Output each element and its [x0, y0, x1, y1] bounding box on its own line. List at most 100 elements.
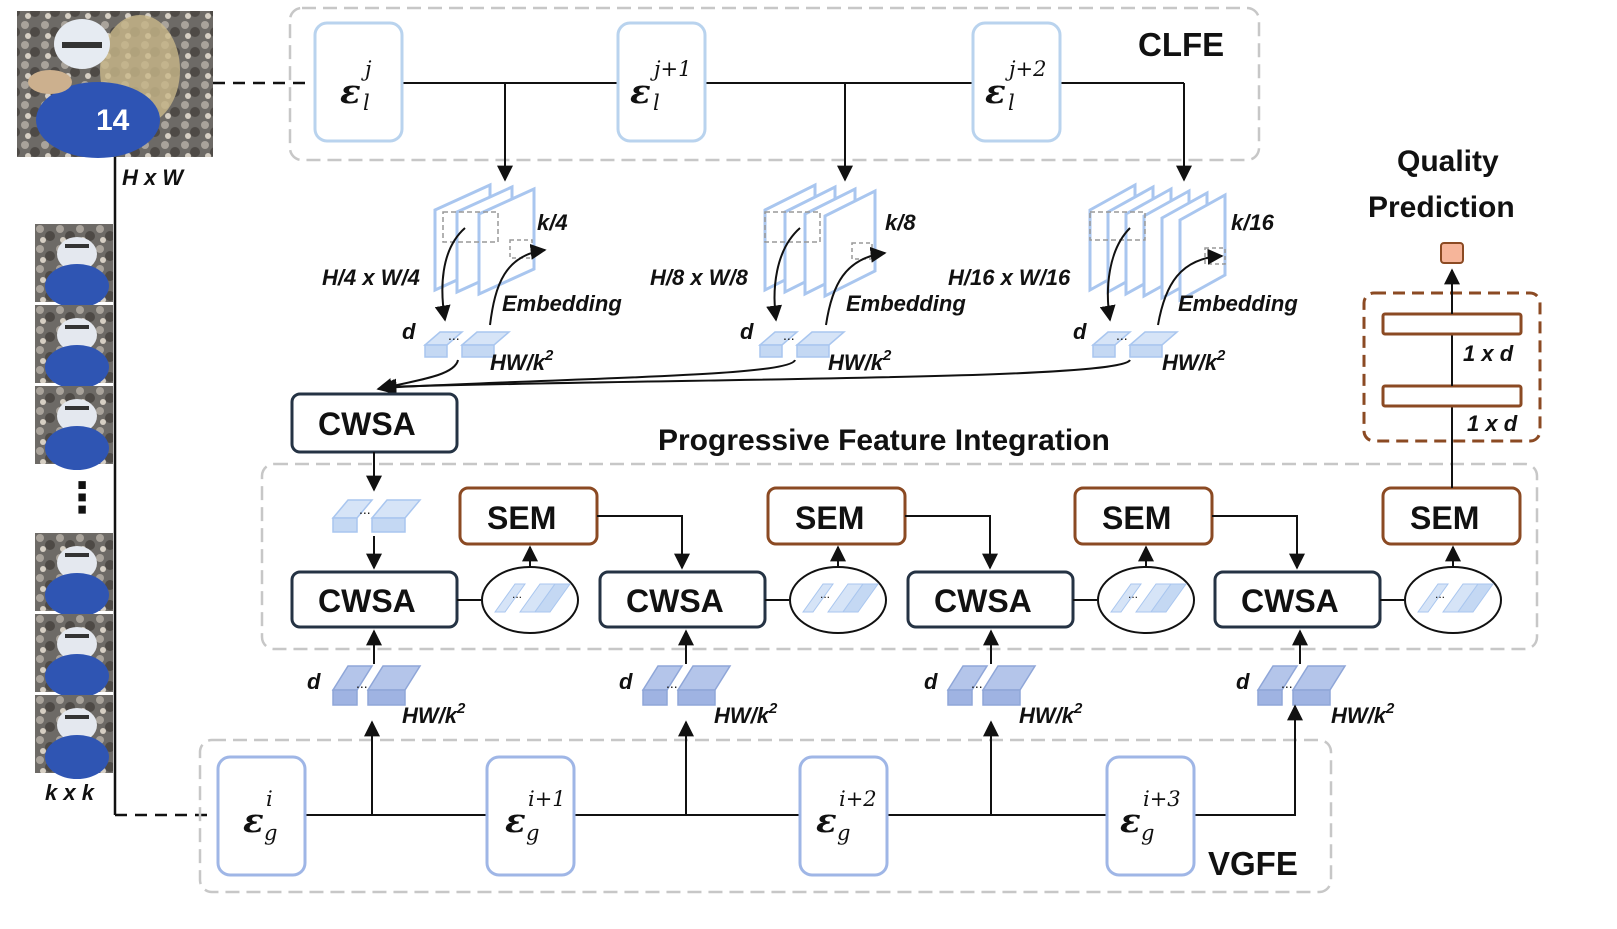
progressive-title: Progressive Feature Integration: [658, 424, 1110, 457]
quality-title-line2: Prediction: [1368, 191, 1515, 224]
fc-layer-1: [1381, 384, 1523, 408]
svg-text:14: 14: [96, 104, 130, 137]
global-encoder-3: ε g i+2: [798, 755, 889, 877]
vgfe-title: VGFE: [1208, 845, 1298, 882]
sem-3: SEM: [1073, 486, 1214, 546]
global-tokens-4: ...: [1256, 665, 1347, 706]
progressive-region: [260, 462, 1539, 651]
feature-stack-2: [763, 182, 877, 299]
svg-text:j+2: j+2: [1005, 57, 1046, 81]
sem-1: SEM: [458, 486, 599, 546]
stage3-hw-label: HW/k2: [1162, 347, 1226, 375]
global2-d-label: d: [619, 669, 633, 694]
clfe-region: [288, 6, 1261, 162]
sem2-to-cwsa3-arrow: [905, 515, 998, 570]
fc-layer-2: [1381, 312, 1523, 336]
global-tokens-3: ...: [946, 665, 1037, 706]
quality-title-line1: Quality: [1397, 145, 1499, 178]
svg-text:...: ...: [783, 327, 795, 343]
patch-1: [35, 224, 113, 308]
local-encoder-2: ε l j+1: [616, 21, 707, 143]
token-ellipse-3: ...: [1097, 566, 1195, 634]
stage1-embedding-arrow: [489, 243, 547, 326]
svg-text:i+2: i+2: [839, 787, 877, 811]
stage2-embedding-label: Embedding: [846, 291, 966, 316]
global-tokens-1: ...: [331, 665, 422, 706]
input-size-label: H x W: [122, 165, 185, 190]
local-tokens-1: ...: [422, 327, 512, 358]
svg-text:SEM: SEM: [487, 500, 556, 536]
fc1-dim-label: 1 x d: [1467, 411, 1518, 436]
svg-text:j+1: j+1: [650, 57, 691, 81]
svg-text:CWSA: CWSA: [934, 583, 1032, 619]
svg-text:CWSA: CWSA: [318, 583, 416, 619]
local-tokens-2: ...: [757, 327, 847, 358]
cwsa-1: CWSA: [290, 570, 459, 629]
svg-text:i+1: i+1: [528, 787, 566, 811]
stage3-size-label: H/16 x W/16: [948, 265, 1071, 290]
svg-text:ε: ε: [243, 801, 264, 841]
token-ellipse-4: ...: [1404, 566, 1502, 634]
global4-hw-label: HW/k2: [1331, 700, 1395, 728]
patch-6: [35, 695, 113, 779]
global1-d-label: d: [307, 669, 321, 694]
svg-text:SEM: SEM: [1410, 500, 1479, 536]
svg-text:CWSA: CWSA: [318, 406, 416, 442]
patch-4: [35, 533, 113, 617]
svg-text:...: ...: [1435, 587, 1445, 601]
vgfe-region: [198, 738, 1333, 894]
patch-2: [35, 305, 113, 389]
svg-text:l: l: [1008, 91, 1015, 115]
svg-text:...: ...: [1281, 675, 1293, 691]
stage2-split-arrow: [766, 227, 801, 322]
svg-text:g: g: [837, 821, 850, 845]
svg-text:l: l: [653, 91, 660, 115]
svg-text:g: g: [1141, 821, 1154, 845]
cwsa-4: CWSA: [1213, 570, 1382, 629]
token-ellipse-2: ...: [789, 566, 887, 634]
feature-stack-1: [433, 182, 536, 297]
patch-size-label: k x k: [45, 780, 96, 805]
global-tokens-2: ...: [641, 665, 732, 706]
svg-text:CWSA: CWSA: [626, 583, 724, 619]
sem-2: SEM: [766, 486, 907, 546]
svg-text:g: g: [264, 821, 277, 845]
cwsa-3: CWSA: [906, 570, 1075, 629]
fc2-dim-label: 1 x d: [1463, 341, 1514, 366]
global-encoder-1: ε g i: [216, 755, 307, 877]
stage1-embedding-label: Embedding: [502, 291, 622, 316]
global-encoder-2: ε g i+1: [485, 755, 576, 877]
patch-3: [35, 386, 113, 470]
feature-stack-3: [1088, 182, 1227, 303]
svg-text:ε: ε: [1120, 801, 1141, 841]
quality-score-output: [1440, 242, 1464, 264]
stage3-to-cwsa-arrow: [380, 359, 1131, 395]
patch-ellipsis: ⋮: [61, 473, 103, 522]
svg-text:i+3: i+3: [1143, 787, 1181, 811]
stage3-embedding-arrow: [1157, 248, 1224, 326]
svg-text:j: j: [361, 57, 372, 81]
svg-text:ε: ε: [340, 72, 361, 112]
stage3-k-label: k/16: [1231, 210, 1275, 235]
svg-text:...: ...: [971, 675, 983, 691]
stage2-hw-label: HW/k2: [828, 347, 892, 375]
stage3-embedding-label: Embedding: [1178, 291, 1298, 316]
stage2-d-label: d: [740, 319, 754, 344]
svg-text:g: g: [526, 821, 539, 845]
stage2-size-label: H/8 x W/8: [650, 265, 749, 290]
local-encoder-3: ε l j+2: [971, 21, 1062, 143]
svg-text:i: i: [266, 787, 273, 811]
local-tokens-3: ...: [1090, 327, 1180, 358]
svg-text:...: ...: [1116, 327, 1128, 343]
sem3-to-cwsa4-arrow: [1212, 515, 1305, 570]
global2-hw-label: HW/k2: [714, 700, 778, 728]
global4-d-label: d: [1236, 669, 1250, 694]
stage1-size-label: H/4 x W/4: [322, 265, 420, 290]
fused-tokens: ...: [331, 499, 422, 533]
svg-text:...: ...: [356, 675, 368, 691]
clfe-title: CLFE: [1138, 26, 1224, 63]
svg-text:CWSA: CWSA: [1241, 583, 1339, 619]
svg-text:l: l: [363, 91, 370, 115]
svg-text:...: ...: [359, 501, 371, 517]
stage1-hw-label: HW/k2: [490, 347, 554, 375]
